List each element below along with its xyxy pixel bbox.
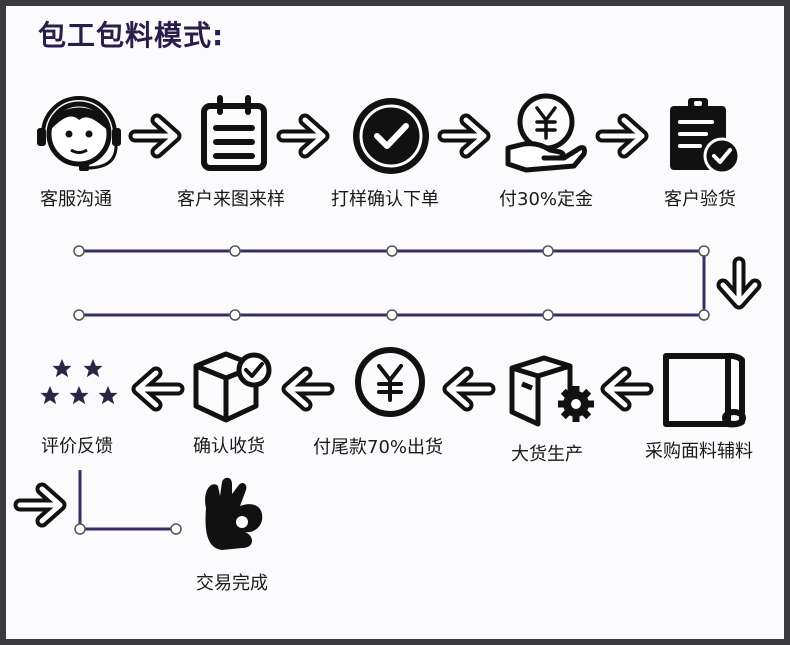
arrow-right-icon <box>602 120 642 152</box>
ok-hand-icon <box>205 477 263 550</box>
arrow-left-icon <box>607 373 647 405</box>
arrow-left-icon <box>288 373 328 405</box>
box-gear-icon <box>509 355 594 427</box>
page-title: 包工包料模式: <box>38 19 225 52</box>
arrow-right-icon <box>283 120 323 152</box>
step-label-procurement: 采购面料辅料 <box>645 441 753 462</box>
yen-coin-hand-icon <box>505 93 587 173</box>
step-label-inspection: 客户验货 <box>664 189 736 210</box>
step-label-receipt: 确认收货 <box>193 436 265 457</box>
step-label-production: 大货生产 <box>511 444 583 465</box>
notepad-icon <box>201 95 267 171</box>
check-circle-icon <box>353 98 429 174</box>
step-label-sample-confirm: 打样确认下单 <box>331 189 439 210</box>
arrow-right-icon <box>20 489 60 521</box>
box-check-icon <box>193 351 272 423</box>
arrow-right-icon <box>444 120 484 152</box>
fabric-roll-icon <box>663 352 746 428</box>
customer-service-headset-icon <box>37 96 121 171</box>
connector-nodes <box>73 245 710 535</box>
step-label-complete: 交易完成 <box>196 573 268 594</box>
arrow-down-icon <box>723 263 755 303</box>
arrow-left-icon <box>138 373 178 405</box>
step-label-final-payment: 付尾款70%出货 <box>313 437 444 458</box>
step-label-deposit: 付30%定金 <box>499 189 594 210</box>
clipboard-check-icon <box>670 98 741 175</box>
step-label-customer-service: 客服沟通 <box>40 189 112 210</box>
step-label-customer-drawings: 客户来图来样 <box>177 189 285 210</box>
arrow-right-icon <box>135 120 175 152</box>
step-label-feedback: 评价反馈 <box>41 436 113 457</box>
stars-icon <box>40 359 118 405</box>
arrow-left-icon <box>449 373 489 405</box>
yen-circle-icon <box>355 347 425 417</box>
